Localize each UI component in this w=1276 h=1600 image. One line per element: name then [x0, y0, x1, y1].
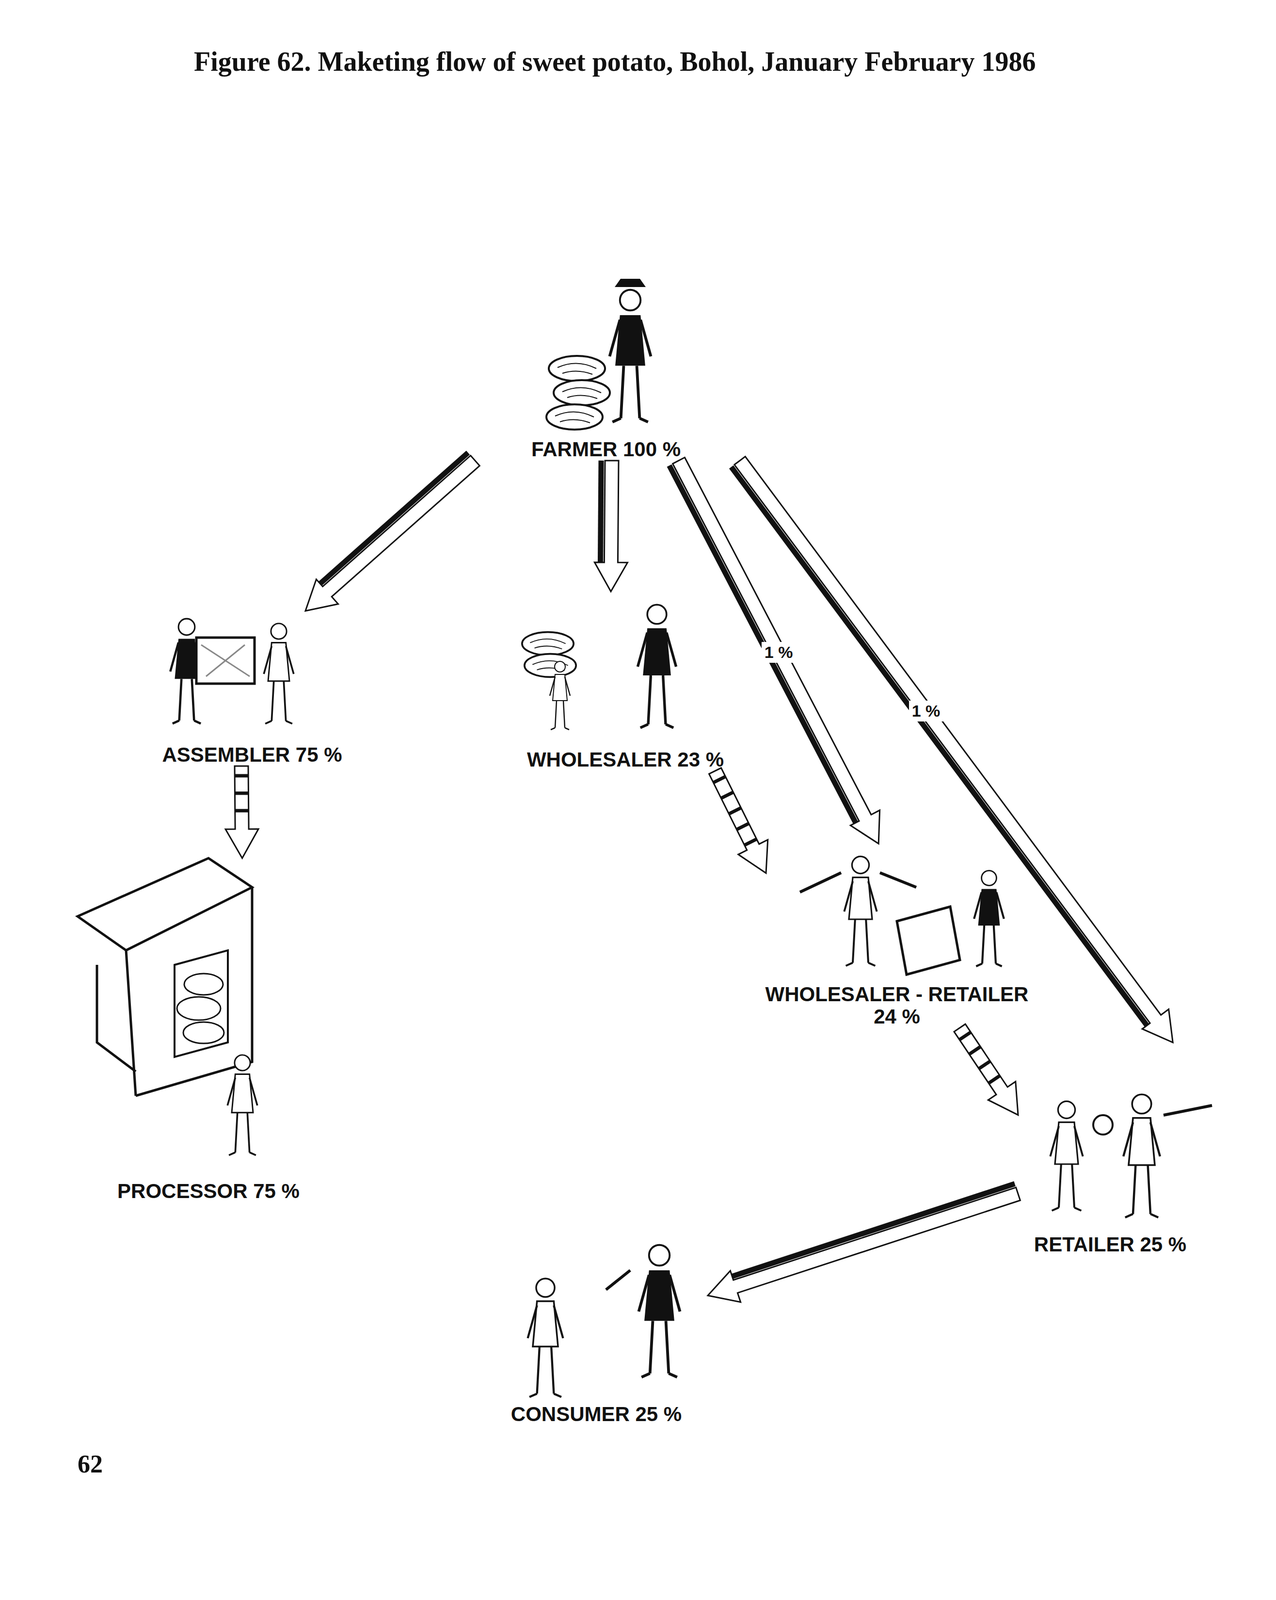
actor-label: WHOLESALER - RETAILER 24 % — [761, 983, 1033, 1028]
actor-label: PROCESSOR 75 % — [117, 1180, 300, 1203]
flow-arrow — [594, 460, 628, 592]
actor-label: RETAILER 25 % — [1034, 1233, 1187, 1256]
actor-node: WHOLESALER - RETAILER 24 % — [765, 843, 1028, 1028]
wholesaler-figure — [522, 604, 677, 730]
flow-arrow — [731, 456, 1173, 1043]
actor-node: RETAILER 25 % — [1018, 1042, 1203, 1256]
flow-arrow — [707, 1183, 1021, 1302]
retailer-figure — [1050, 1094, 1213, 1218]
actor-label: ASSEMBLER 75 % — [161, 743, 342, 766]
actor-node: ASSEMBLER 75 % — [145, 610, 359, 766]
assembler-figure — [170, 618, 294, 724]
farmer-figure — [546, 278, 652, 430]
actor-label: CONSUMER 25 % — [510, 1403, 682, 1426]
actor-node: PROCESSOR 75 % — [67, 858, 350, 1203]
consumer-figure — [527, 1244, 681, 1398]
flow-arrow — [709, 767, 768, 874]
actor-node: FARMER 100 % — [460, 271, 752, 461]
actor-label: WHOLESALER 23 % — [526, 748, 724, 771]
actor-node: CONSUMER 25 % — [484, 1231, 708, 1426]
wholesaler-retailer-figure — [799, 856, 1005, 975]
flow-share-label: 1 % — [909, 700, 944, 722]
figure-title: Figure 62. Maketing flow of sweet potato… — [193, 46, 1036, 78]
flow-arrow — [225, 765, 259, 859]
processor-building — [77, 858, 258, 1156]
actor-label: FARMER 100 % — [531, 438, 681, 461]
actor-node: WHOLESALER 23 % — [504, 591, 747, 771]
flow-arrow — [305, 452, 480, 611]
page-number: 62 — [77, 1449, 103, 1479]
flow-share-label: 1 % — [761, 641, 797, 663]
flow-arrow — [954, 1023, 1019, 1115]
